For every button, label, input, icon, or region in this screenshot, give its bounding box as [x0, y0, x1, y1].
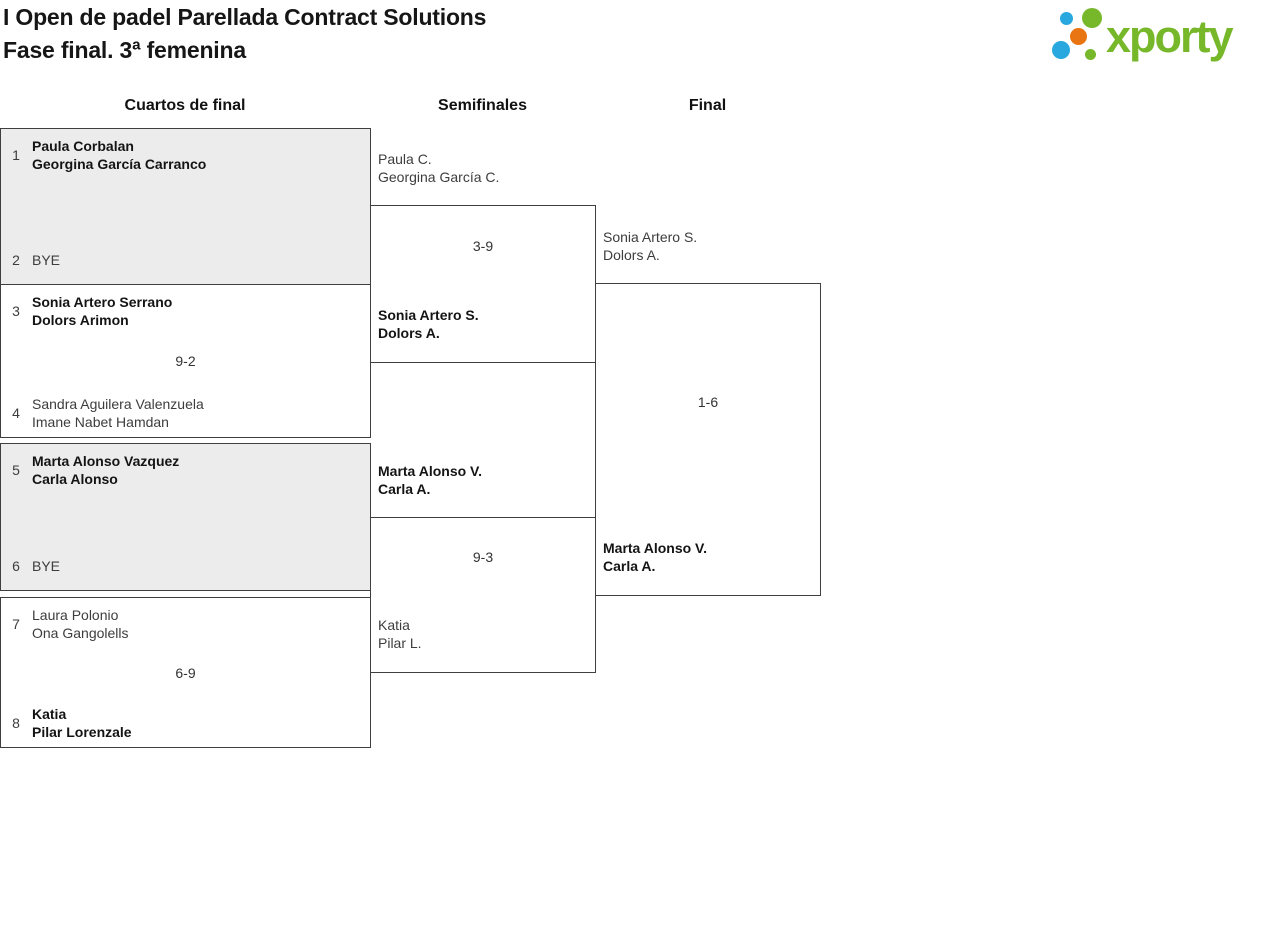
round-header-quarterfinals: Cuartos de final: [124, 97, 246, 114]
logo-dot-icon: [1060, 12, 1073, 25]
seed-number: 7: [12, 616, 20, 632]
team-entry: 4 Sandra Aguilera Valenzuela Imane Nabet…: [9, 395, 362, 431]
player-name: Georgina García C.: [378, 169, 500, 185]
player-name: Carla A.: [378, 481, 431, 497]
logo-dot-icon: [1070, 28, 1087, 45]
xporty-logo[interactable]: xporty: [1052, 8, 1274, 72]
team-name: Marta Alonso V. Carla A.: [603, 539, 707, 575]
team-entry: 6 BYE: [9, 548, 362, 584]
player-name: Dolors A.: [378, 325, 440, 341]
player-name: Pilar L.: [378, 635, 422, 651]
round-header-final: Final: [688, 97, 727, 114]
player-name: Dolors Arimon: [32, 312, 129, 328]
logo-dot-icon: [1085, 49, 1096, 60]
team-name: Sandra Aguilera Valenzuela Imane Nabet H…: [32, 395, 204, 431]
team-name: Sonia Artero S. Dolors A.: [603, 228, 697, 264]
player-name: Pilar Lorenzale: [32, 724, 132, 740]
player-name: Sonia Artero S.: [603, 229, 698, 245]
player-name: Paula C.: [378, 151, 432, 167]
player-name: Carla Alonso: [32, 471, 118, 487]
team-name: BYE: [32, 557, 60, 575]
player-name: Sandra Aguilera Valenzuela: [32, 396, 204, 412]
qf-match-3: 5 Marta Alonso Vazquez Carla Alonso 6 BY…: [0, 443, 371, 591]
player-name: Ona Gangolells: [32, 625, 129, 641]
seed-number: 8: [12, 715, 20, 731]
player-name: Sonia Artero S.: [378, 307, 479, 323]
match-score: 3-9: [472, 238, 494, 254]
player-name: Georgina García Carranco: [32, 156, 207, 172]
player-name: Katia: [378, 617, 410, 633]
team-name: Laura Polonio Ona Gangolells: [32, 606, 129, 642]
team-entry: 2 BYE: [9, 242, 362, 278]
team-name: Sonia Artero S. Dolors A.: [378, 306, 479, 342]
match-score: 1-6: [697, 394, 719, 410]
player-name: Marta Alonso V.: [603, 540, 707, 556]
logo-dot-icon: [1082, 8, 1102, 28]
player-name: Dolors A.: [603, 247, 660, 263]
sf-match-1: Paula C. Georgina García C. 3-9 Sonia Ar…: [370, 151, 596, 363]
seed-number: 2: [12, 252, 20, 268]
sf-match-2: Marta Alonso V. Carla A. 9-3 Katia Pilar…: [370, 463, 596, 673]
team-name: BYE: [32, 251, 60, 269]
team-name: Sonia Artero Serrano Dolors Arimon: [32, 293, 172, 329]
logo-dot-icon: [1052, 41, 1070, 59]
team-name: Marta Alonso Vazquez Carla Alonso: [32, 452, 179, 488]
player-name: Marta Alonso Vazquez: [32, 453, 180, 469]
round-header-semifinals: Semifinales: [438, 97, 527, 114]
player-name: BYE: [32, 558, 61, 574]
player-name: Imane Nabet Hamdan: [32, 414, 169, 430]
team-name: Paula C. Georgina García C.: [378, 150, 499, 186]
team-name: Marta Alonso V. Carla A.: [378, 462, 482, 498]
phase-category: Fase final. 3ª femenina: [3, 37, 246, 63]
team-name: Paula Corbalan Georgina García Carranco: [32, 137, 206, 173]
tournament-name: I Open de padel Parellada Contract Solut…: [3, 4, 487, 30]
seed-number: 6: [12, 558, 20, 574]
player-name: Marta Alonso V.: [378, 463, 482, 479]
qf-match-2: 3 Sonia Artero Serrano Dolors Arimon 9-2…: [0, 284, 371, 438]
team-name: Katia Pilar L.: [378, 616, 422, 652]
seed-number: 3: [12, 303, 20, 319]
seed-number: 5: [12, 462, 20, 478]
match-score: 6-9: [175, 664, 196, 681]
seed-number: 4: [12, 405, 20, 421]
team-entry: 3 Sonia Artero Serrano Dolors Arimon: [9, 293, 362, 329]
qf-match-1: 1 Paula Corbalan Georgina García Carranc…: [0, 128, 371, 285]
team-entry: 1 Paula Corbalan Georgina García Carranc…: [9, 137, 362, 173]
player-name: Laura Polonio: [32, 607, 119, 623]
player-name: Katia: [32, 706, 67, 722]
qf-match-4: 7 Laura Polonio Ona Gangolells 6-9 8 Kat…: [0, 597, 371, 748]
match-score: 9-3: [472, 549, 494, 565]
player-name: Sonia Artero Serrano: [32, 294, 173, 310]
player-name: Paula Corbalan: [32, 138, 134, 154]
xporty-wordmark: xporty: [1106, 11, 1234, 62]
page-title: I Open de padel Parellada Contract Solut…: [3, 1, 486, 67]
final-match: Sonia Artero S. Dolors A. 1-6 Marta Alon…: [595, 229, 821, 596]
player-name: Carla A.: [603, 558, 656, 574]
match-score: 9-2: [175, 353, 196, 369]
team-name: Katia Pilar Lorenzale: [32, 705, 132, 741]
seed-number: 1: [12, 147, 20, 163]
team-entry: 8 Katia Pilar Lorenzale: [9, 705, 362, 741]
player-name: BYE: [32, 252, 61, 268]
team-entry: 7 Laura Polonio Ona Gangolells: [9, 606, 362, 642]
team-entry: 5 Marta Alonso Vazquez Carla Alonso: [9, 452, 362, 488]
